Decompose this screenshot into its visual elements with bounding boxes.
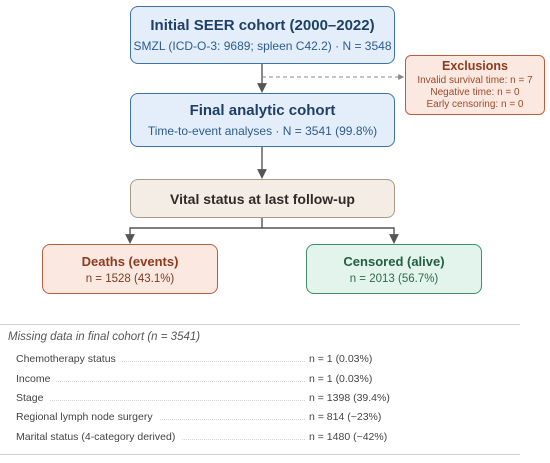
split-connector-right <box>262 227 399 244</box>
exclusion-line: Early censoring: n = 0 <box>426 99 524 110</box>
exclusion-line: Negative time: n = 0 <box>430 87 520 98</box>
missing-data-row: Chemotherapy status n = 1 (0.03%) <box>16 353 420 367</box>
missing-data-row: Regional lymph node surgery n = 814 (~23… <box>16 411 420 425</box>
final-cohort-subtitle: Time-to-event analyses · N = 3541 (99.8%… <box>147 124 378 138</box>
exclusions-title: Exclusions <box>442 59 508 73</box>
censored-title: Censored (alive) <box>343 253 445 269</box>
leader-dots <box>16 381 305 382</box>
bottom-divider <box>0 454 520 455</box>
censored-count: n = 2013 (56.7%) <box>349 272 439 285</box>
leader-dots <box>16 400 305 401</box>
missing-data-value: n = 1480 (~42%) <box>309 431 388 443</box>
deaths-title: Deaths (events) <box>81 253 179 269</box>
section-divider <box>0 324 520 325</box>
missing-data-value: n = 1 (0.03%) <box>309 373 373 385</box>
vital-status-title: Vital status at last follow-up <box>170 190 355 207</box>
missing-data-row: Marital status (4-category derived) n = … <box>16 431 420 445</box>
missing-data-value: n = 1 (0.03%) <box>309 353 373 365</box>
initial-cohort-title: Initial SEER cohort (2000–2022) <box>150 17 375 34</box>
missing-data-value: n = 1398 (39.4%) <box>309 392 390 404</box>
missing-data-label: Marital status (4-category derived) <box>16 431 182 443</box>
missing-data-label: Income <box>16 373 57 385</box>
leader-dots <box>16 419 305 420</box>
exclusion-line: Invalid survival time: n = 7 <box>417 75 533 86</box>
missing-data-label: Stage <box>16 392 50 404</box>
missing-data-row: Income n = 1 (0.03%) <box>16 373 420 387</box>
split-connector <box>125 218 263 244</box>
missing-data-label: Chemotherapy status <box>16 353 122 365</box>
leader-dots <box>16 361 305 362</box>
missing-data-title: Missing data in final cohort (n = 3541) <box>8 331 201 343</box>
initial-cohort-subtitle: SMZL (ICD-O-3: 9689; spleen C42.2) · N =… <box>133 39 392 53</box>
exclusions-box: Exclusions Invalid survival time: n = 7 … <box>405 55 545 115</box>
deaths-box: Deaths (events) n = 1528 (43.1%) <box>42 244 218 294</box>
vital-status-box: Vital status at last follow-up <box>130 179 395 218</box>
censored-box: Censored (alive) n = 2013 (56.7%) <box>306 244 482 294</box>
initial-cohort-box: Initial SEER cohort (2000–2022) SMZL (IC… <box>130 6 395 64</box>
missing-data-label: Regional lymph node surgery <box>16 411 159 423</box>
final-cohort-title: Final analytic cohort <box>189 102 336 119</box>
missing-data-row: Stage n = 1398 (39.4%) <box>16 392 420 406</box>
final-cohort-box: Final analytic cohort Time-to-event anal… <box>130 93 395 147</box>
missing-data-value: n = 814 (~23%) <box>309 411 382 423</box>
deaths-count: n = 1528 (43.1%) <box>85 272 175 285</box>
